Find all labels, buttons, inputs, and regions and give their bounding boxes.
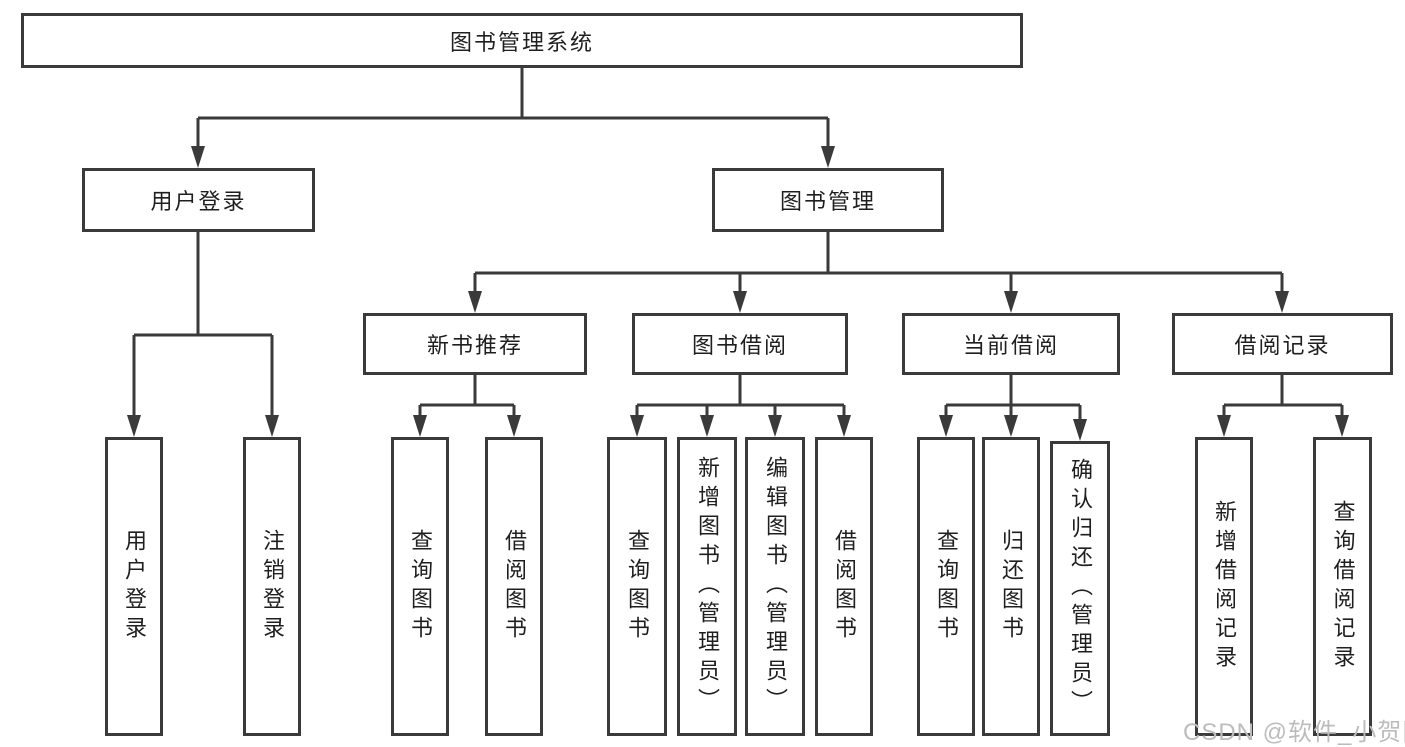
leaf-borrow-books-1: 借阅图书 xyxy=(485,437,543,736)
leaf-add-borrow-record: 新增借阅记录 xyxy=(1195,437,1253,736)
leaf-borrow-books-2: 借阅图书 xyxy=(815,437,873,736)
arrowheads xyxy=(127,146,1349,441)
leaf-query-books-3: 查询图书 xyxy=(917,437,975,736)
connector-root-to-level2 xyxy=(196,68,830,150)
leaf-query-books-2: 查询图书 xyxy=(607,437,667,736)
connector-borrow-to-leaves xyxy=(635,375,846,420)
leaf-query-books-1: 查询图书 xyxy=(391,437,449,736)
leaf-add-books-admin: 新增图书（管理员） xyxy=(677,437,737,736)
leaf-label: 注销登录 xyxy=(260,528,285,645)
node-library-system: 图书管理系统 xyxy=(21,13,1023,68)
leaf-label: 查询图书 xyxy=(934,528,959,645)
connector-current-to-leaves xyxy=(944,375,1082,424)
node-user-login: 用户登录 xyxy=(82,168,315,232)
leaf-confirm-return-admin: 确认归还（管理员） xyxy=(1050,441,1110,736)
node-book-borrow: 图书借阅 xyxy=(632,313,848,375)
leaf-label: 编辑图书（管理员） xyxy=(763,456,788,717)
csdn-watermark: CSDN @软件_小贺同学 xyxy=(1183,719,1405,746)
leaf-label: 查询图书 xyxy=(408,528,433,645)
leaf-label: 新增借阅记录 xyxy=(1212,499,1237,674)
leaf-label: 用户登录 xyxy=(122,528,147,645)
node-borrow-records: 借阅记录 xyxy=(1172,313,1393,375)
leaf-return-books: 归还图书 xyxy=(982,437,1040,736)
node-new-book-recommend: 新书推荐 xyxy=(363,313,587,375)
leaf-label: 查询图书 xyxy=(625,528,650,645)
connector-userlogin-to-leaves xyxy=(132,232,274,420)
leaf-logout: 注销登录 xyxy=(243,437,301,736)
connector-newbook-to-leaves xyxy=(418,375,516,420)
leaf-query-borrow-record: 查询借阅记录 xyxy=(1313,437,1372,736)
leaf-user-login: 用户登录 xyxy=(105,437,163,736)
leaf-label: 确认归还（管理员） xyxy=(1068,458,1093,719)
node-book-management: 图书管理 xyxy=(712,168,944,232)
leaf-edit-books-admin: 编辑图书（管理员） xyxy=(745,437,805,736)
node-current-borrow: 当前借阅 xyxy=(902,313,1120,375)
leaf-label: 借阅图书 xyxy=(832,528,857,645)
leaf-label: 归还图书 xyxy=(999,528,1024,645)
leaf-label: 借阅图书 xyxy=(502,528,527,645)
connector-bookmgmt-to-level3 xyxy=(473,232,1284,296)
connector-records-to-leaves xyxy=(1222,375,1344,420)
leaf-label: 查询借阅记录 xyxy=(1330,499,1356,674)
leaf-label: 新增图书（管理员） xyxy=(695,456,720,717)
